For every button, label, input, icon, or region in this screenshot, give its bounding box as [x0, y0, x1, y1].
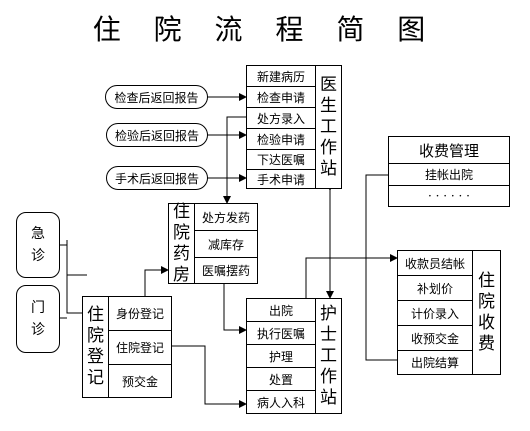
- inpatient-pharmacy: 住院药房 处方发药 减库存 医嘱摆药: [168, 201, 258, 285]
- billing-management: 收费管理 挂帐出院 · · · · · ·: [388, 136, 510, 207]
- doctor-item-lab-request[interactable]: 检验申请: [256, 132, 305, 147]
- registration-label: 住院登记: [87, 305, 104, 388]
- registration-item-deposit[interactable]: 预交金: [121, 374, 158, 389]
- billing-item-credit-discharge[interactable]: 挂帐出院: [424, 168, 473, 182]
- doctor-item-new-record[interactable]: 新建病历: [256, 69, 305, 84]
- surgery-report-pill[interactable]: 手术后返回报告: [106, 166, 208, 190]
- line-emergency-outpatient: [66, 240, 82, 314]
- doctor-station: 新建病历 检查申请 处方录入 检验申请 下达医嘱 手术申请 医生工作站: [246, 65, 342, 189]
- diagram-title: 住 院 流 程 简 图: [92, 13, 438, 46]
- outpatient-label: 门诊: [31, 300, 45, 338]
- emergency-box[interactable]: 急诊: [16, 212, 60, 278]
- exam-report-pill[interactable]: 检查后返回报告: [105, 85, 208, 109]
- doctor-item-surgery-request[interactable]: 手术申请: [256, 172, 305, 187]
- registration-item-admission[interactable]: 住院登记: [115, 341, 164, 355]
- arrow-registration-pharmacy: [144, 266, 169, 300]
- pharmacy-item-dispense[interactable]: 处方发药: [201, 210, 250, 225]
- inpatient-billing: 收款员结帐 补划价 计价录入 收预交金 出院结算 住院收费: [397, 250, 501, 375]
- pharmacy-label: 住院药房: [173, 201, 190, 285]
- billing-label: 住院收费: [478, 270, 495, 354]
- lab-report-pill[interactable]: 检验后返回报告: [106, 123, 208, 147]
- outpatient-box[interactable]: 门诊: [16, 285, 60, 353]
- billing-item-more: · · · · · ·: [428, 189, 470, 203]
- emergency-label: 急诊: [31, 226, 45, 264]
- billing-item-cashier-settle[interactable]: 收款员结帐: [404, 256, 465, 271]
- billing-item-supplement-price[interactable]: 补划价: [416, 281, 453, 296]
- arrow-pharmacy-nurse: [220, 277, 247, 334]
- registration-item-identity[interactable]: 身份登记: [115, 307, 164, 321]
- doctor-item-exam-request[interactable]: 检查申请: [256, 90, 305, 105]
- nurse-station: 出院 执行医嘱 护理 处置 病人入科 护士工作站: [246, 298, 342, 414]
- inpatient-registration: 住院登记 身份登记 住院登记 预交金: [82, 296, 172, 398]
- arrow-doctor-pharmacy: [223, 116, 246, 204]
- billing-item-price-entry[interactable]: 计价录入: [410, 306, 459, 321]
- doctor-item-orders[interactable]: 下达医嘱: [256, 153, 305, 167]
- nurse-station-label: 护士工作站: [320, 303, 337, 408]
- arrow-registration-nurse: [172, 345, 247, 408]
- nurse-item-execute-orders[interactable]: 执行医嘱: [256, 326, 305, 341]
- nurse-item-discharge[interactable]: 出院: [268, 303, 293, 318]
- nurse-item-care[interactable]: 护理: [268, 349, 293, 364]
- arrow-nurse-billing: [302, 254, 398, 305]
- pharmacy-item-reduce-stock[interactable]: 减库存: [207, 237, 244, 252]
- nurse-item-treatment[interactable]: 处置: [268, 372, 293, 387]
- nurse-item-patient-admit[interactable]: 病人入科: [256, 395, 305, 410]
- doctor-item-prescription[interactable]: 处方录入: [256, 111, 305, 126]
- billing-item-discharge-settle[interactable]: 出院结算: [410, 356, 459, 370]
- billing-item-collect-deposit[interactable]: 收预交金: [410, 331, 459, 346]
- pharmacy-item-order-dispense[interactable]: 医嘱摆药: [201, 264, 250, 278]
- billing-management-title: 收费管理: [418, 141, 479, 160]
- doctor-station-label: 医生工作站: [320, 74, 337, 179]
